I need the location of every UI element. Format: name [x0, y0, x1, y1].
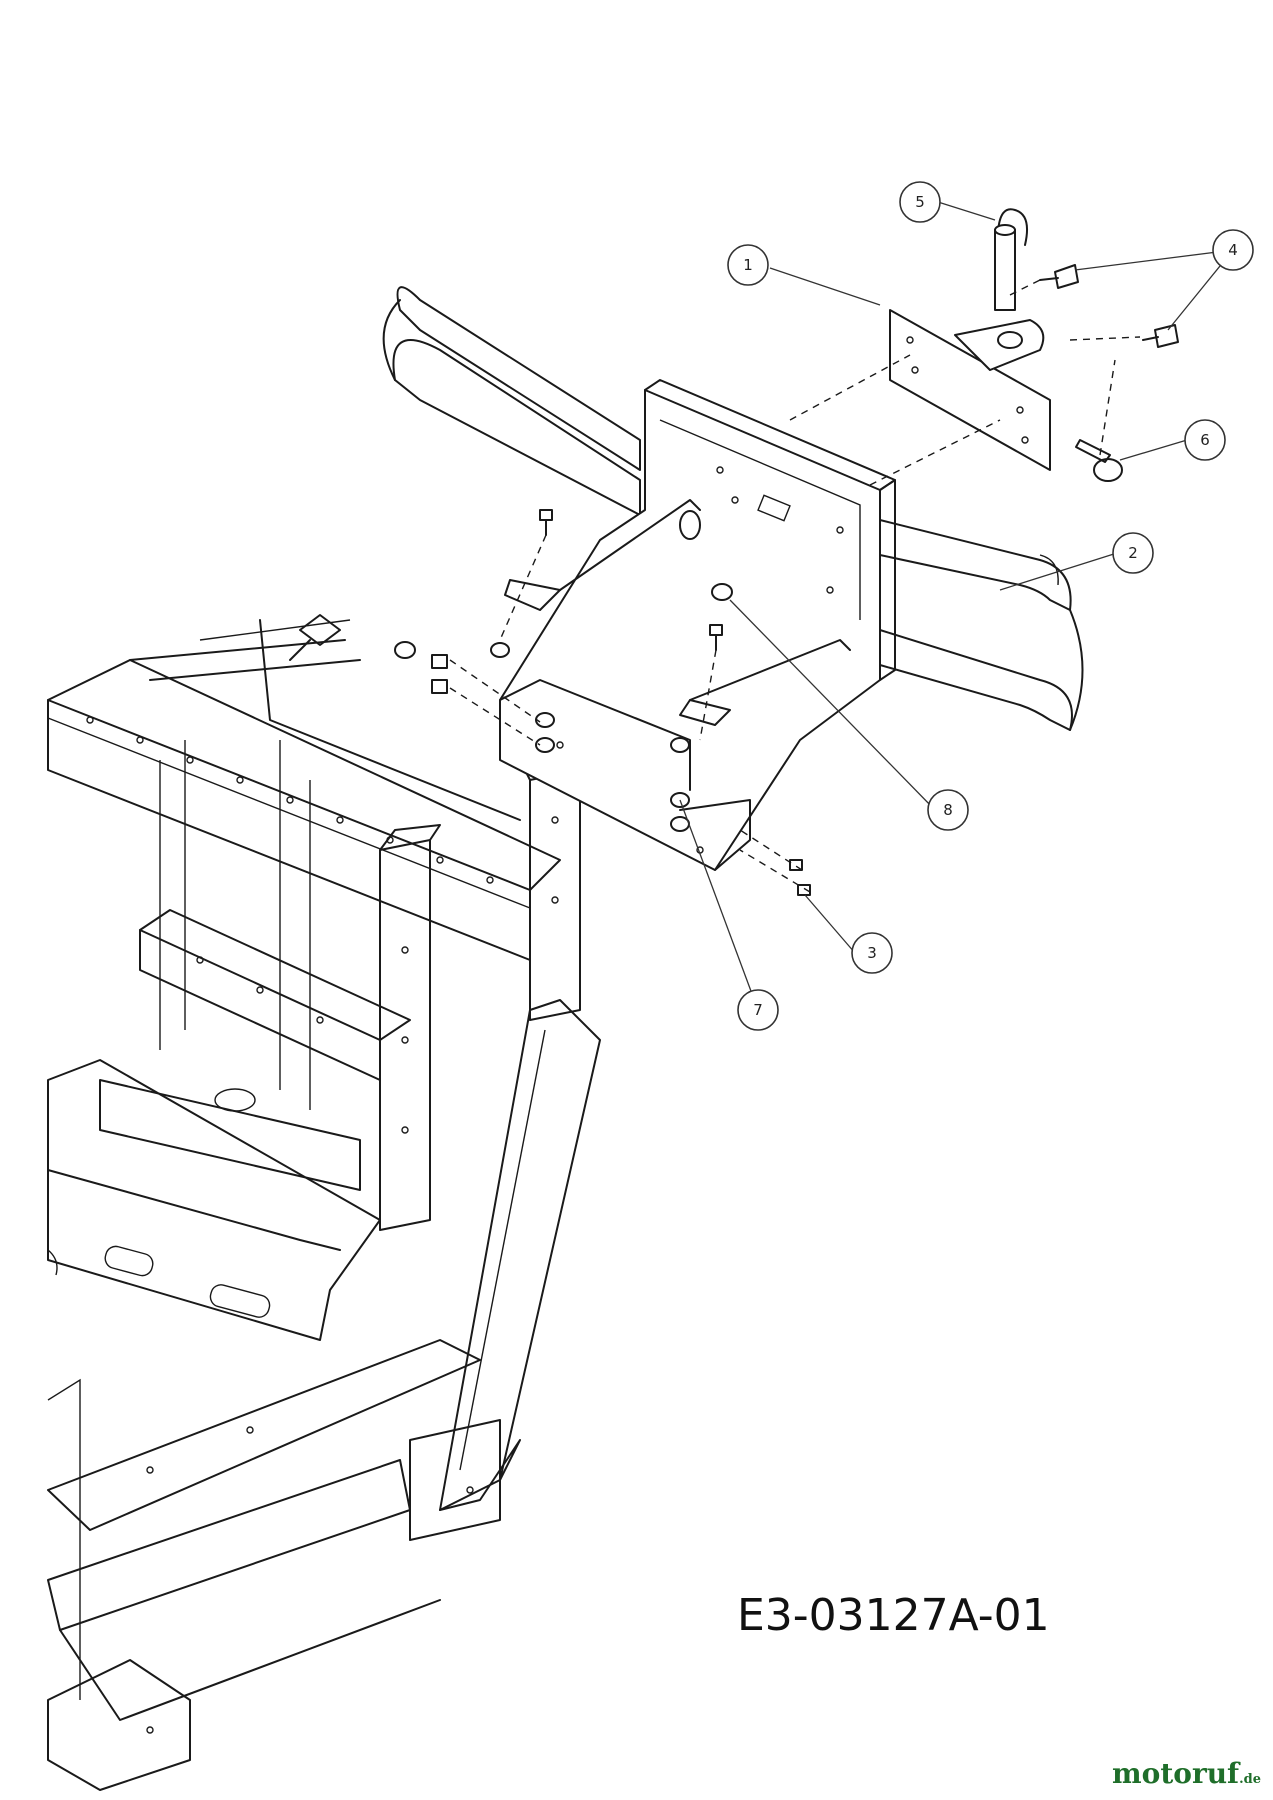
bumper-tube [382, 286, 1084, 731]
bolts-item-4 [1039, 264, 1179, 348]
callout-6[interactable]: 6 [1184, 419, 1226, 461]
callout-4-label: 4 [1228, 241, 1238, 259]
watermark-brand: motoruf [1112, 1757, 1240, 1790]
hitch-pin [994, 208, 1028, 311]
callout-1[interactable]: 1 [727, 244, 769, 286]
hitch-plate [889, 309, 1051, 471]
clip-pin [1075, 439, 1123, 482]
frame-holes [86, 716, 559, 1734]
callout-7-label: 7 [753, 1001, 763, 1019]
callout-2-label: 2 [1128, 544, 1138, 562]
callout-2[interactable]: 2 [1112, 532, 1154, 574]
watermark-logo: motoruf.de [1112, 1757, 1261, 1790]
assembly-lines [449, 279, 1141, 893]
callout-8-label: 8 [943, 801, 953, 819]
tractor-frame [47, 619, 601, 1791]
small-hardware [289, 509, 811, 896]
callout-8[interactable]: 8 [927, 789, 969, 831]
callout-6-label: 6 [1200, 431, 1210, 449]
bumper-bracket [499, 379, 896, 871]
callout-3-label: 3 [867, 944, 877, 962]
callout-5[interactable]: 5 [899, 181, 941, 223]
callout-1-label: 1 [743, 256, 753, 274]
watermark-tld: .de [1239, 1772, 1261, 1787]
callout-7[interactable]: 7 [737, 989, 779, 1031]
callout-leaders [679, 201, 1234, 1011]
callout-4[interactable]: 4 [1212, 229, 1254, 271]
callout-3[interactable]: 3 [851, 932, 893, 974]
drawing-code: E3-03127A-01 [737, 1590, 1050, 1641]
callout-5-label: 5 [915, 193, 925, 211]
